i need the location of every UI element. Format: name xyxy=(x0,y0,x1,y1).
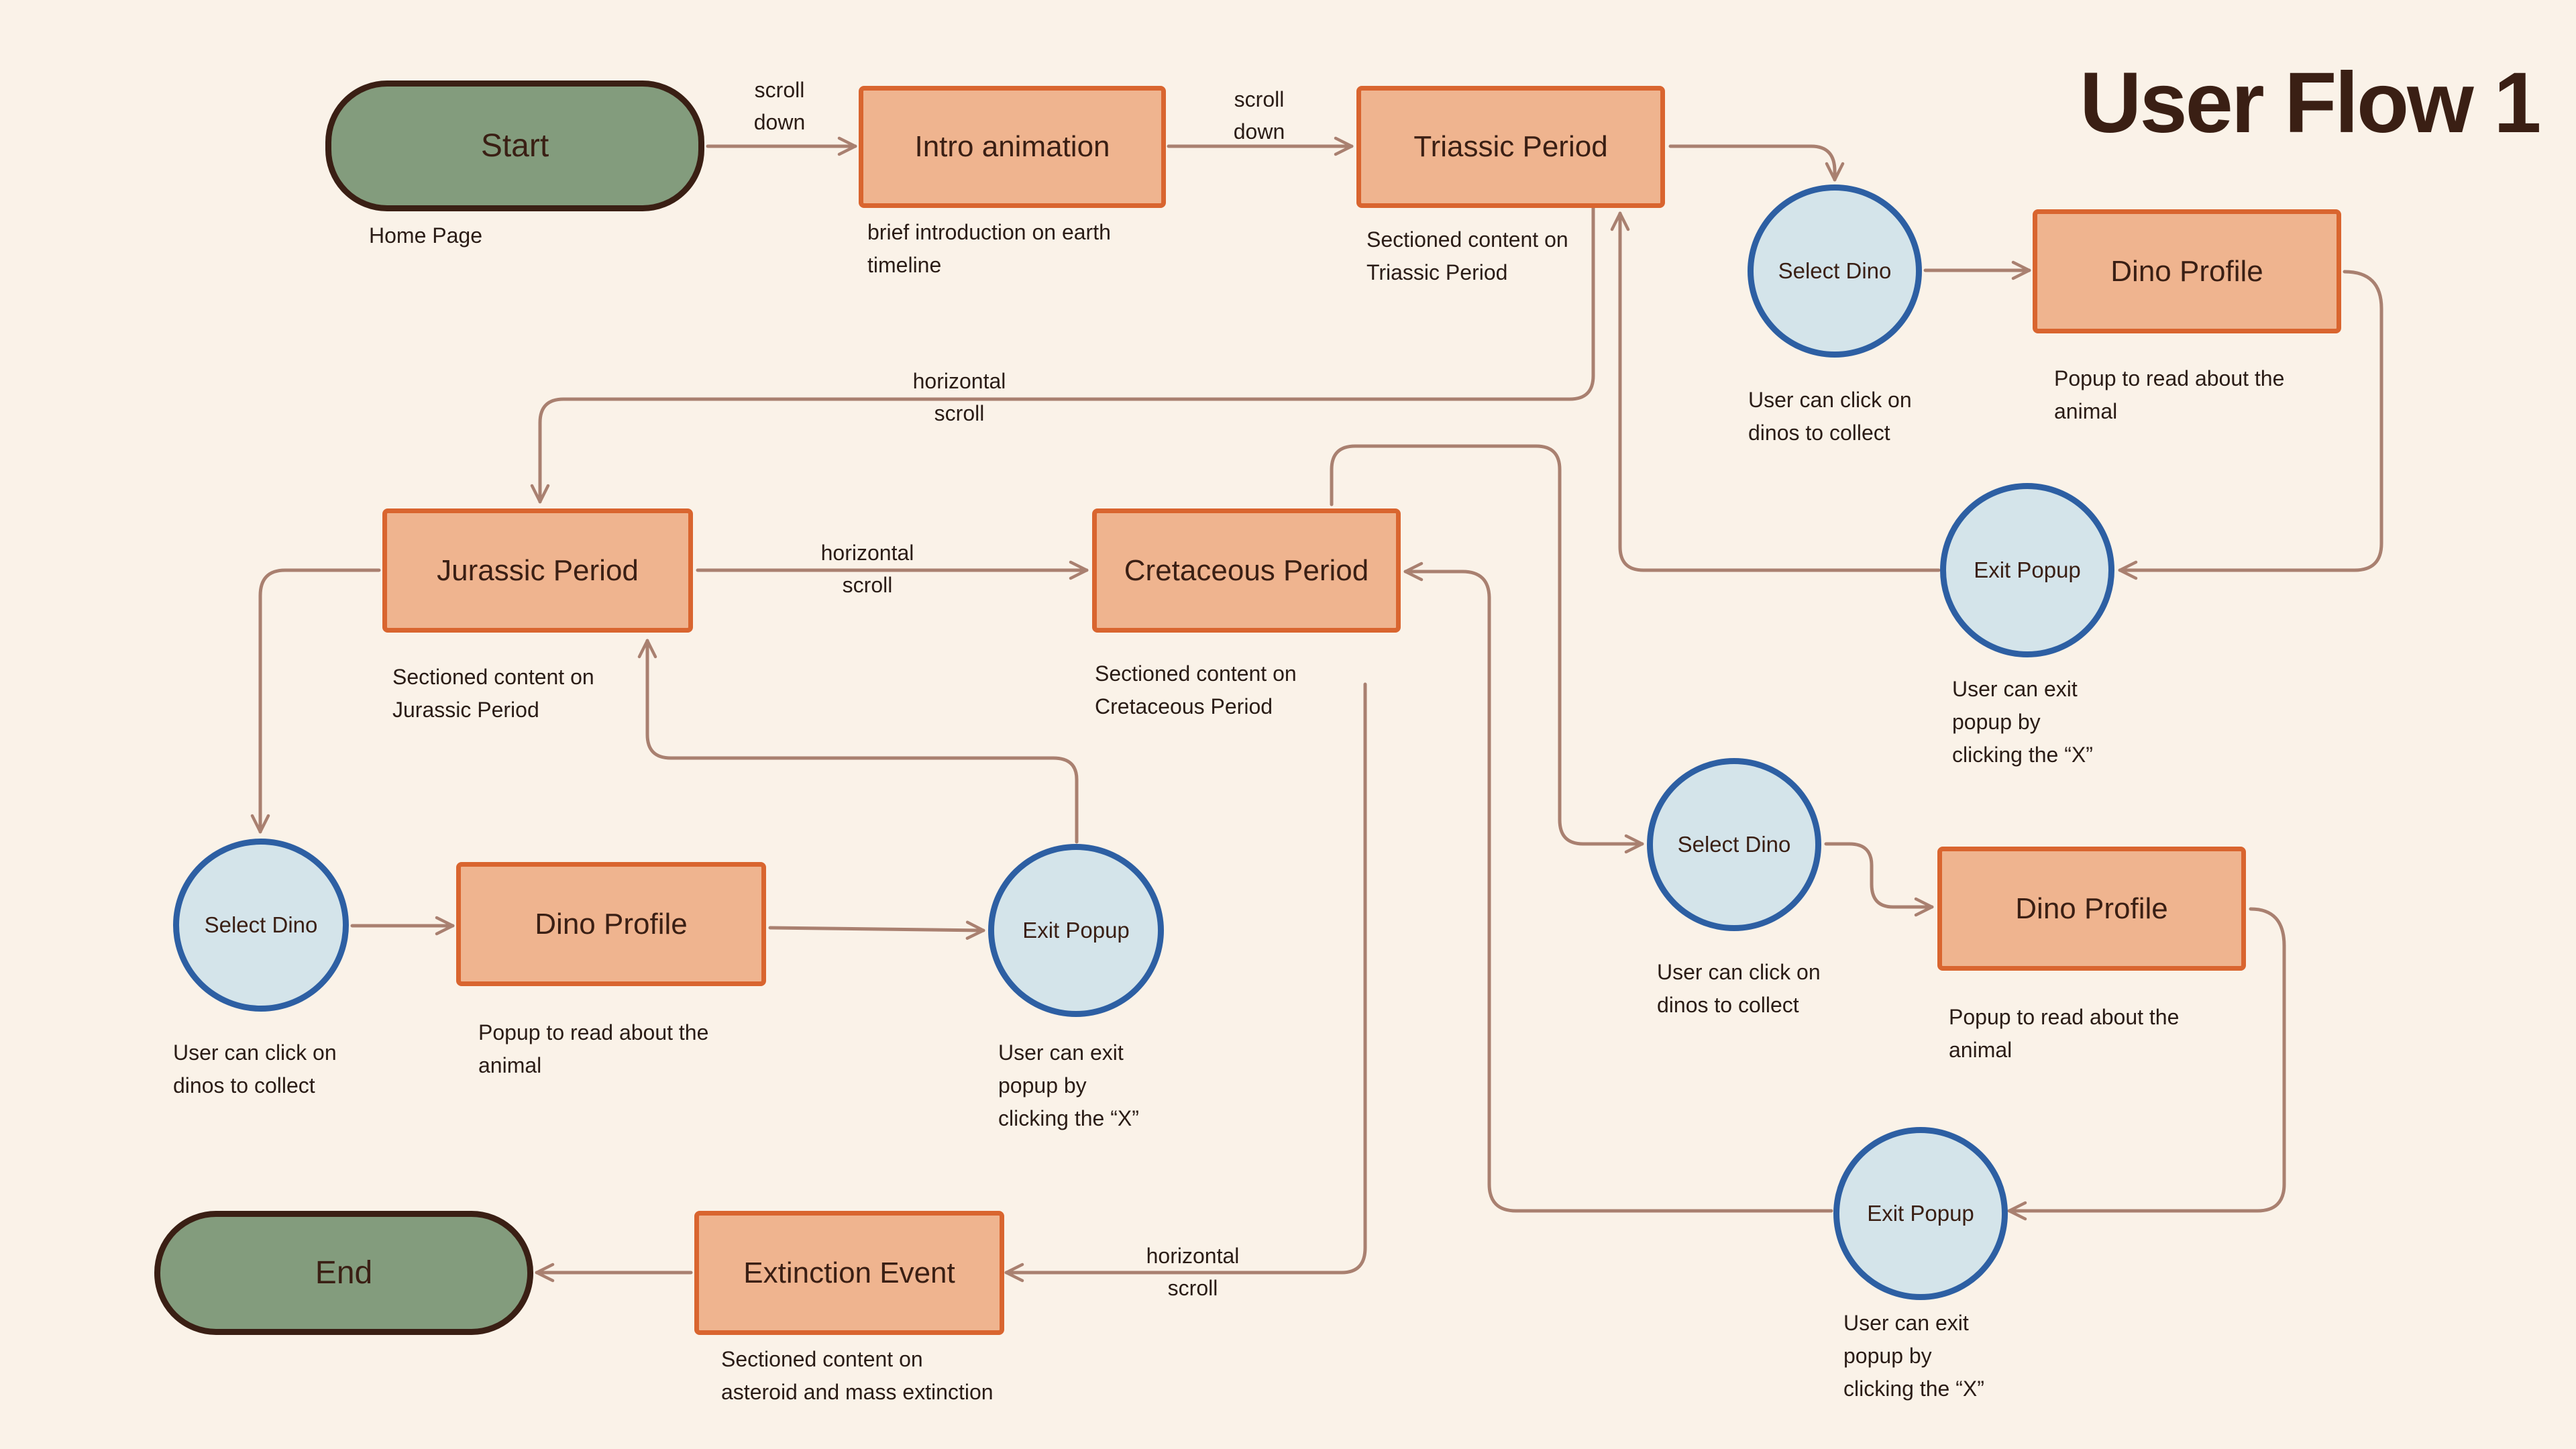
select-dino-note-2: User can click on dinos to collect xyxy=(173,1040,337,1097)
select-dino-node-3: Select Dino xyxy=(1647,758,1821,931)
dino-profile-node-3: Dino Profile xyxy=(1937,847,2246,971)
exit-popup-note-1: User can exit popup by clicking the “X” xyxy=(1952,677,2093,767)
select-dino-note-3: User can click on dinos to collect xyxy=(1657,960,1821,1017)
edge-label-jurassic-cretaceous: horizontal scroll xyxy=(820,541,914,597)
dino-profile-note-1: Popup to read about the animal xyxy=(2054,366,2285,423)
extinction-note: Sectioned content on asteroid and mass e… xyxy=(721,1347,994,1404)
edge-profile-1-exit-1 xyxy=(2118,270,2383,580)
edge-cretaceous-extinction xyxy=(1004,682,1367,1283)
edge-select-dino-3-profile-3 xyxy=(1824,842,1934,917)
edge-label-triassic-jurassic: horizontal scroll xyxy=(912,369,1006,425)
dino-profile-node-2: Dino Profile xyxy=(456,862,766,986)
extinction-event-node: Extinction Event xyxy=(694,1211,1004,1335)
edge-jurassic-select-dino-2 xyxy=(250,568,381,834)
select-dino-note-1: User can click on dinos to collect xyxy=(1748,388,1912,445)
dino-profile-node-1: Dino Profile xyxy=(2033,209,2341,333)
intro-animation-node: Intro animation xyxy=(859,86,1166,208)
edge-exit-2-jurassic xyxy=(637,639,1079,844)
start-node: Start xyxy=(325,80,704,211)
start-note: Home Page xyxy=(369,223,482,248)
exit-popup-node-1: Exit Popup xyxy=(1940,483,2114,657)
exit-popup-node-2: Exit Popup xyxy=(988,844,1164,1017)
edge-cretaceous-select-dino-3 xyxy=(1330,444,1644,854)
end-node: End xyxy=(154,1211,533,1335)
dino-profile-note-3: Popup to read about the animal xyxy=(1949,1005,2180,1062)
edge-label-cretaceous-extinction: horizontal scroll xyxy=(1146,1244,1240,1300)
edge-profile-3-exit-3 xyxy=(2007,907,2286,1221)
select-dino-node-2: Select Dino xyxy=(173,839,349,1012)
edge-label-start-intro: scroll down xyxy=(753,78,806,134)
edge-exit-3-cretaceous xyxy=(1403,561,1833,1213)
jurassic-period-node: Jurassic Period xyxy=(382,508,693,633)
jurassic-note: Sectioned content on Jurassic Period xyxy=(392,665,594,722)
cretaceous-period-node: Cretaceous Period xyxy=(1092,508,1401,633)
exit-popup-note-2: User can exit popup by clicking the “X” xyxy=(998,1040,1139,1130)
select-dino-node-1: Select Dino xyxy=(1748,184,1922,358)
dino-profile-note-2: Popup to read about the animal xyxy=(478,1020,709,1077)
cretaceous-note: Sectioned content on Cretaceous Period xyxy=(1095,661,1297,718)
edge-triassic-select-dino-1 xyxy=(1668,144,1845,182)
edge-profile-2-exit-2 xyxy=(768,920,985,940)
exit-popup-node-3: Exit Popup xyxy=(1833,1127,2008,1300)
diagram-title: User Flow 1 xyxy=(2080,55,2541,151)
triassic-note: Sectioned content on Triassic Period xyxy=(1366,227,1568,284)
intro-note: brief introduction on earth timeline xyxy=(867,220,1111,277)
edge-exit-1-triassic xyxy=(1610,211,1941,572)
edge-label-intro-triassic: scroll down xyxy=(1233,87,1285,144)
triassic-period-node: Triassic Period xyxy=(1356,86,1665,208)
edge-triassic-jurassic xyxy=(530,206,1595,504)
exit-popup-note-3: User can exit popup by clicking the “X” xyxy=(1843,1311,1984,1401)
